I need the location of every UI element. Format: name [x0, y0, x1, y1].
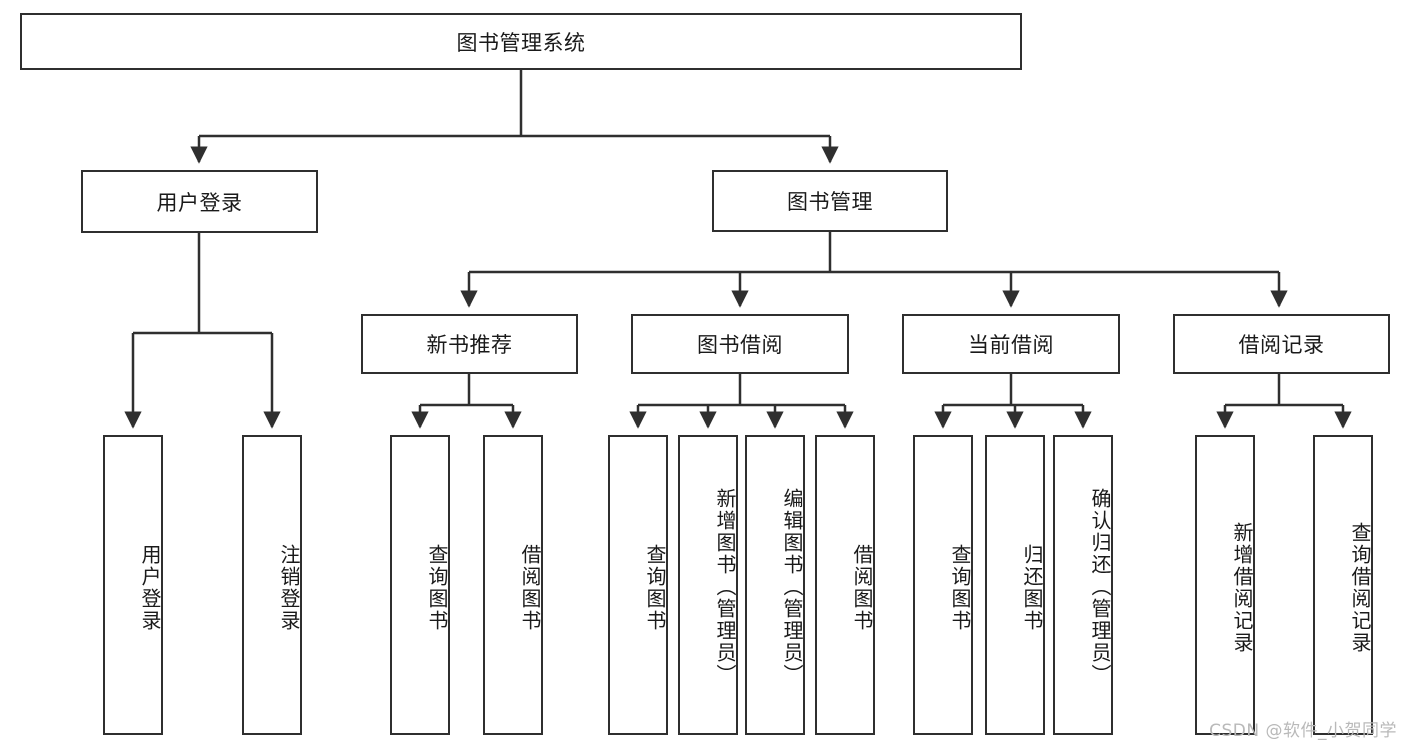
- node-label: 借阅图书: [850, 544, 874, 632]
- node-label: 当前借阅: [968, 333, 1054, 357]
- node-label: 用户登录: [156, 190, 243, 215]
- node-borrow-record[interactable]: 借阅记录: [1173, 314, 1390, 374]
- leaf-book-borrow-query-book[interactable]: 查询图书: [608, 435, 668, 735]
- node-label: 查询图书: [948, 544, 972, 632]
- leaf-borrow-record-query-record[interactable]: 查询借阅记录: [1313, 435, 1373, 735]
- leaf-new-book-query-book[interactable]: 查询图书: [390, 435, 450, 735]
- node-label: 图书管理系统: [456, 30, 586, 55]
- leaf-new-book-borrow-book[interactable]: 借阅图书: [483, 435, 543, 735]
- node-label: 新书推荐: [426, 333, 513, 357]
- leaf-current-borrow-return-book[interactable]: 归还图书: [985, 435, 1045, 735]
- node-current-borrow[interactable]: 当前借阅: [902, 314, 1120, 374]
- node-label: 用户登录: [138, 544, 162, 632]
- node-label: 图书管理: [787, 190, 873, 214]
- node-book-borrow[interactable]: 图书借阅: [631, 314, 849, 374]
- leaf-book-borrow-borrow-book[interactable]: 借阅图书: [815, 435, 875, 735]
- node-label: 借阅记录: [1238, 333, 1325, 357]
- leaf-book-borrow-add-book[interactable]: 新增图书（管理员）: [678, 435, 738, 735]
- node-label: 注销登录: [277, 544, 301, 632]
- node-label: 新增借阅记录: [1230, 522, 1254, 654]
- node-label: 确认归还（管理员）: [1088, 488, 1112, 686]
- leaf-user-login-logout[interactable]: 注销登录: [242, 435, 302, 735]
- node-label: 借阅图书: [518, 544, 542, 632]
- node-book-management[interactable]: 图书管理: [712, 170, 948, 232]
- node-new-book-recommend[interactable]: 新书推荐: [361, 314, 578, 374]
- node-label: 图书借阅: [697, 333, 783, 357]
- leaf-current-borrow-confirm-return[interactable]: 确认归还（管理员）: [1053, 435, 1113, 735]
- node-user-login[interactable]: 用户登录: [81, 170, 318, 233]
- node-label: 新增图书（管理员）: [713, 488, 737, 686]
- node-label: 查询借阅记录: [1348, 522, 1372, 654]
- node-label: 查询图书: [425, 544, 449, 632]
- leaf-user-login-do-login[interactable]: 用户登录: [103, 435, 163, 735]
- node-label: 编辑图书（管理员）: [780, 488, 804, 686]
- leaf-current-borrow-query-book[interactable]: 查询图书: [913, 435, 973, 735]
- node-label: 归还图书: [1020, 544, 1044, 632]
- leaf-book-borrow-edit-book[interactable]: 编辑图书（管理员）: [745, 435, 805, 735]
- node-book-management-system[interactable]: 图书管理系统: [20, 13, 1022, 70]
- node-label: 查询图书: [643, 544, 667, 632]
- leaf-borrow-record-add-record[interactable]: 新增借阅记录: [1195, 435, 1255, 735]
